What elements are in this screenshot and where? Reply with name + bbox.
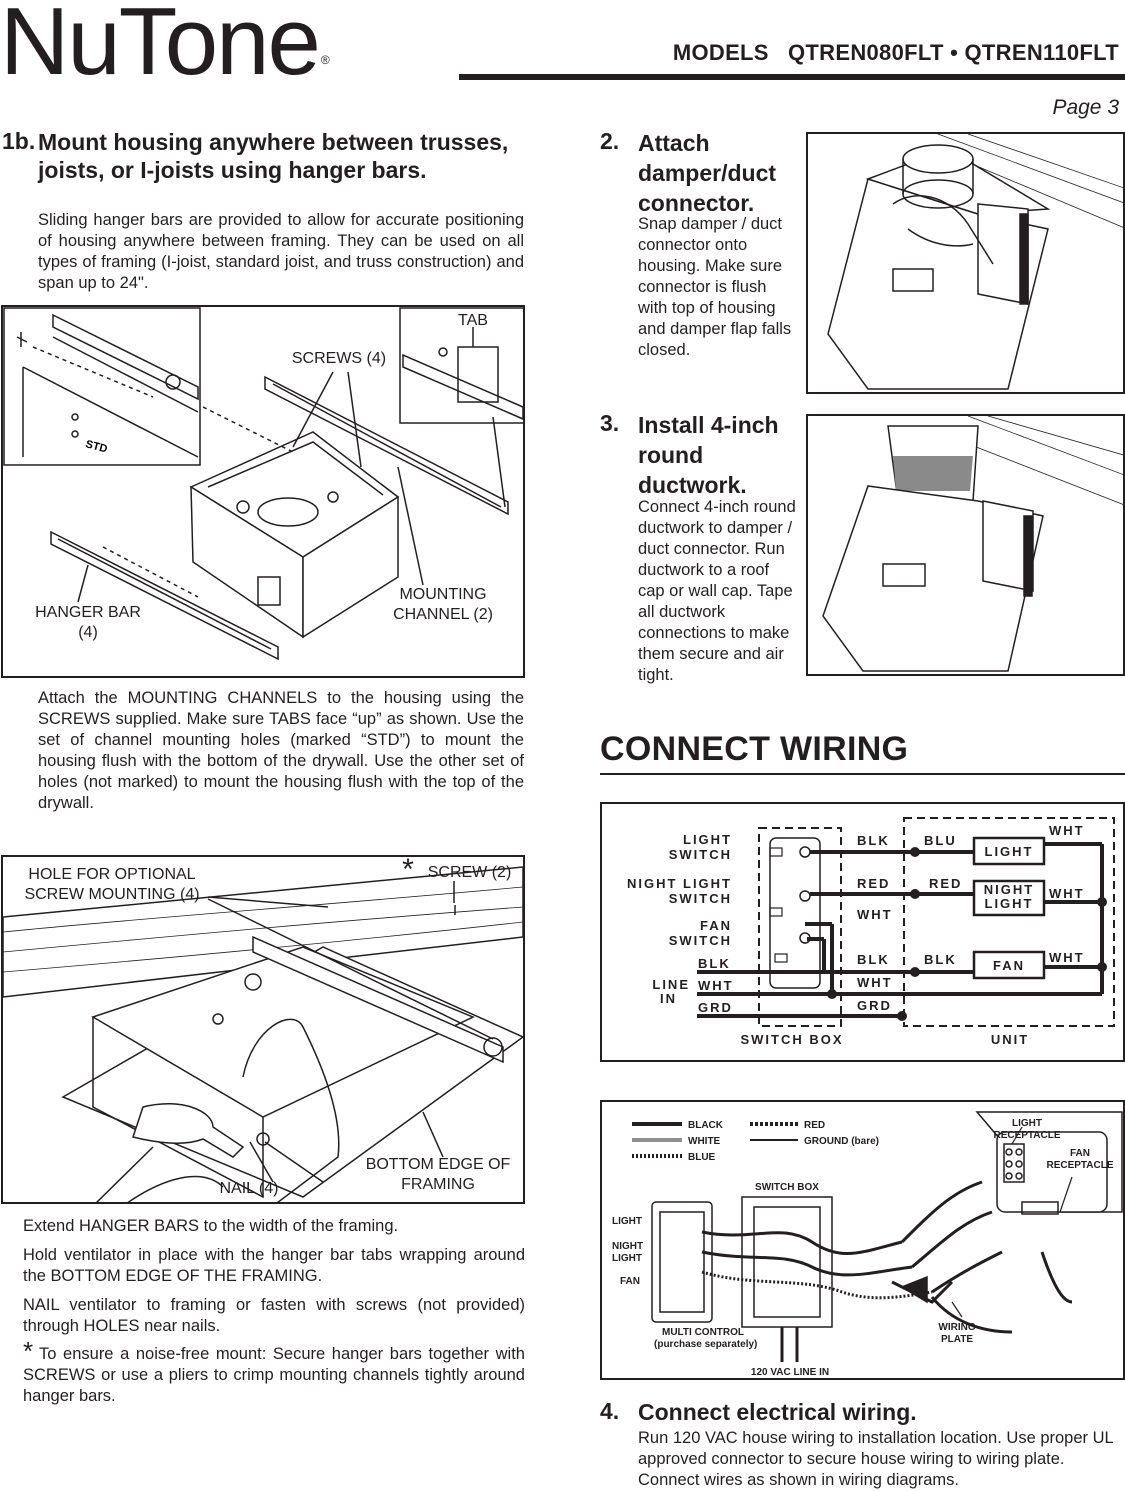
page-number: Page 3 bbox=[1052, 96, 1119, 119]
lbl-fan-switch-1: FAN bbox=[700, 918, 732, 933]
pic-night-light: LIGHT bbox=[612, 1253, 642, 1264]
step-1b-number: 1b. bbox=[2, 128, 36, 154]
legend-white: WHITE bbox=[688, 1136, 721, 1147]
legend-black: BLACK bbox=[688, 1120, 724, 1131]
label-screws: SCREWS (4) bbox=[291, 350, 387, 367]
wiring-pictorial-svg: BLACK WHITE BLUE RED GROUND (bare) bbox=[612, 1111, 1123, 1378]
lbl-light-switch-1: LIGHT bbox=[683, 832, 732, 847]
nailing-illustration bbox=[3, 866, 523, 1202]
pic-multi-control: MULTI CONTROL bbox=[662, 1327, 744, 1338]
lbl-grd-2: GRD bbox=[857, 998, 892, 1013]
lbl-night-light-switch-1: NIGHT LIGHT bbox=[627, 876, 732, 891]
label-hole-optional: HOLE FOR OPTIONAL SCREW MOUNTING (4) bbox=[24, 866, 200, 903]
step-4-number: 4. bbox=[600, 1398, 620, 1424]
pic-120vac: 120 VAC LINE IN bbox=[751, 1367, 829, 1378]
lbl-blu: BLU bbox=[924, 833, 957, 848]
lbl-wht-1: WHT bbox=[857, 907, 893, 922]
step-2-heading: Attach damper/duct connector. bbox=[638, 130, 777, 216]
figure-damper bbox=[806, 132, 1125, 394]
std-mark: STD bbox=[84, 438, 108, 455]
lbl-unit: UNIT bbox=[991, 1032, 1029, 1047]
lbl-wht-4: WHT bbox=[1049, 886, 1085, 901]
pic-fan: FAN bbox=[620, 1276, 640, 1287]
pic-night: NIGHT bbox=[612, 1241, 643, 1252]
ductwork-illustration bbox=[822, 416, 1123, 672]
pic-fan-rec-1: FAN bbox=[1070, 1148, 1090, 1159]
legend-blue: BLUE bbox=[688, 1152, 716, 1163]
lbl-light-switch-2: SWITCH bbox=[669, 847, 732, 862]
label-hanger-bar: HANGER BAR (4) bbox=[35, 604, 141, 641]
legend-red: RED bbox=[804, 1120, 825, 1131]
damper-illustration bbox=[827, 134, 1123, 390]
lbl-wht-2: WHT bbox=[857, 975, 893, 990]
lbl-blk-line: BLK bbox=[698, 956, 731, 971]
lbl-wht-5: WHT bbox=[1049, 950, 1085, 965]
lbl-blk-1: BLK bbox=[857, 833, 890, 848]
step-3-heading: Install 4-inch round ductwork. bbox=[638, 412, 779, 498]
pic-fan-rec-2: RECEPTACLE bbox=[1046, 1160, 1113, 1171]
brand-logo: NuTone® bbox=[0, 0, 330, 95]
pic-purchase: (purchase separately) bbox=[654, 1339, 757, 1350]
label-bottom-edge: BOTTOM EDGE OF FRAMING bbox=[365, 1156, 511, 1193]
pic-light: LIGHT bbox=[612, 1216, 642, 1227]
lbl-switch-box: SWITCH BOX bbox=[740, 1032, 843, 1047]
step-2-number: 2. bbox=[600, 128, 620, 154]
lbl-line-in-2: IN bbox=[660, 991, 677, 1006]
lbl-blk-2: BLK bbox=[857, 952, 890, 967]
para-hold: Hold ventilator in place with the hanger… bbox=[23, 1246, 525, 1285]
pic-switch-box: SWITCH BOX bbox=[755, 1182, 819, 1193]
hanger-bar-illustration: STD bbox=[3, 307, 523, 661]
step-2-body: Snap damper / duct connector onto housin… bbox=[638, 215, 792, 359]
pic-wiring-plate-2: PLATE bbox=[941, 1334, 973, 1345]
section-rule bbox=[600, 773, 1125, 775]
box-light: LIGHT bbox=[985, 844, 1034, 859]
wiring-schematic: LIGHT SWITCH NIGHT LIGHT SWITCH FAN SWIT… bbox=[600, 802, 1125, 1062]
figure-ductwork bbox=[806, 414, 1125, 676]
lbl-red-2: RED bbox=[929, 876, 962, 891]
step-4-heading: Connect electrical wiring. bbox=[638, 1399, 917, 1425]
box-night-light: LIGHT bbox=[985, 896, 1034, 911]
wiring-pictorial: BLACK WHITE BLUE RED GROUND (bare) bbox=[600, 1100, 1125, 1380]
label-nail: NAIL (4) bbox=[219, 1180, 279, 1197]
pic-light-rec-1: LIGHT bbox=[1012, 1118, 1042, 1129]
lbl-grd-line: GRD bbox=[698, 1000, 733, 1015]
lbl-fan-switch-2: SWITCH bbox=[669, 933, 732, 948]
figure-hanger-bars: STD TAB SCREWS (4) HANGER BAR (4) MOUNTI… bbox=[1, 305, 525, 678]
asterisk-mark: * bbox=[402, 855, 414, 886]
label-screw: SCREW (2) bbox=[427, 864, 512, 881]
header-rule bbox=[459, 74, 1125, 80]
box-fan: FAN bbox=[993, 958, 1025, 973]
note-asterisk: * bbox=[23, 1336, 34, 1366]
wiring-schematic-svg: LIGHT SWITCH NIGHT LIGHT SWITCH FAN SWIT… bbox=[627, 817, 1115, 1047]
step-4-body: Run 120 VAC house wiring to installation… bbox=[638, 1429, 1114, 1489]
step-1b-body: Sliding hanger bars are provided to allo… bbox=[38, 211, 524, 292]
figure-nailing: HOLE FOR OPTIONAL SCREW MOUNTING (4) * S… bbox=[1, 855, 525, 1204]
para-extend: Extend HANGER BARS to the width of the f… bbox=[23, 1217, 399, 1235]
step-3-number: 3. bbox=[600, 410, 620, 436]
para-note: To ensure a noise-free mount: Secure han… bbox=[23, 1345, 525, 1405]
box-night: NIGHT bbox=[984, 882, 1034, 897]
label-mounting-channel: MOUNTING CHANNEL (2) bbox=[393, 586, 493, 623]
lbl-red-1: RED bbox=[857, 876, 890, 891]
lbl-night-light-switch-2: SWITCH bbox=[669, 891, 732, 906]
step-1b-heading: Mount housing anywhere between trusses, … bbox=[38, 129, 509, 183]
models-title: MODELS QTREN080FLT • QTREN110FLT bbox=[672, 40, 1119, 65]
lbl-blk-3: BLK bbox=[924, 952, 957, 967]
lbl-wht-line: WHT bbox=[698, 978, 734, 993]
pic-light-rec-2: RECEPTACLE bbox=[993, 1130, 1060, 1141]
section-title-connect-wiring: CONNECT WIRING bbox=[600, 730, 909, 768]
lbl-wht-3: WHT bbox=[1049, 823, 1085, 838]
label-tab: TAB bbox=[458, 312, 488, 329]
pic-wiring-plate-1: WIRING bbox=[938, 1322, 975, 1333]
lbl-line-in-1: LINE bbox=[652, 977, 690, 992]
para-nail: NAIL ventilator to framing or fasten wit… bbox=[23, 1296, 525, 1335]
step-3-body: Connect 4-inch round ductwork to damper … bbox=[638, 498, 796, 684]
legend-ground: GROUND (bare) bbox=[804, 1136, 879, 1147]
para-attach: Attach the MOUNTING CHANNELS to the hous… bbox=[38, 689, 524, 812]
